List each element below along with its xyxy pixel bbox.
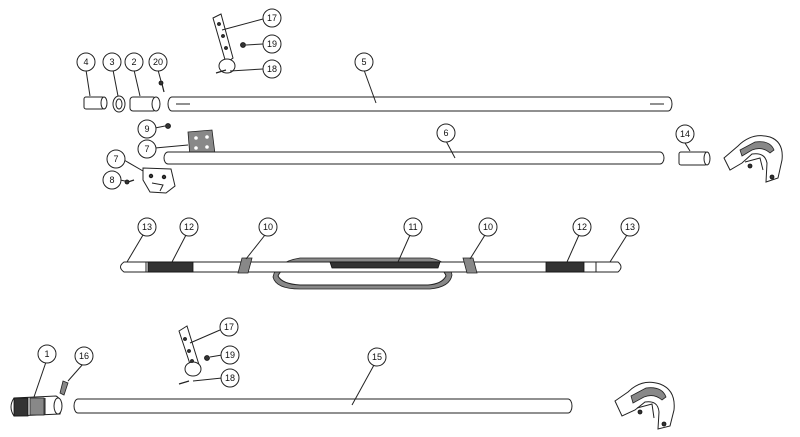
- lever-assembly-bottom: [178, 325, 221, 377]
- svg-text:7: 7: [144, 144, 149, 154]
- callout-1: 1: [37, 344, 57, 364]
- callout-12-left: 12: [179, 217, 199, 237]
- leader-11: [397, 234, 411, 263]
- callout-9: 9: [137, 119, 157, 139]
- leader-10-left: [245, 234, 266, 260]
- leader-12-left: [171, 234, 187, 263]
- svg-text:12: 12: [184, 222, 194, 232]
- leader-13-right: [609, 234, 628, 263]
- svg-text:10: 10: [483, 222, 493, 232]
- svg-text:4: 4: [83, 57, 88, 67]
- leader-12-right: [566, 234, 580, 263]
- screw-part-18-top: [215, 68, 264, 74]
- sleeve-part-14: [678, 142, 711, 166]
- svg-text:3: 3: [109, 57, 114, 67]
- lever-assembly-top: [212, 13, 264, 74]
- svg-text:16: 16: [79, 351, 89, 361]
- nut-part-19-top: [240, 42, 264, 48]
- svg-text:19: 19: [225, 350, 235, 360]
- svg-text:5: 5: [361, 57, 366, 67]
- callout-5: 5: [354, 52, 374, 72]
- callout-7-lower: 7: [106, 149, 126, 169]
- end-handle-top: [723, 135, 783, 183]
- callout-17-bottom: 17: [219, 317, 239, 337]
- callout-19-top: 19: [262, 34, 282, 54]
- svg-text:12: 12: [577, 222, 587, 232]
- svg-text:14: 14: [680, 129, 690, 139]
- svg-text:19: 19: [267, 39, 277, 49]
- nut-part-19-bottom: [204, 354, 223, 361]
- callout-4: 4: [76, 52, 96, 72]
- leader-10-right: [469, 234, 486, 260]
- screw-part-20: [157, 69, 165, 93]
- svg-text:18: 18: [225, 373, 235, 383]
- bracket-part-7-lower: [123, 159, 176, 194]
- screw-part-16: [59, 363, 84, 396]
- svg-text:6: 6: [443, 128, 448, 138]
- callout-16: 16: [74, 346, 94, 366]
- svg-text:18: 18: [267, 64, 277, 74]
- nut-part-9: [154, 123, 171, 129]
- end-handle-part-1: [10, 361, 63, 417]
- ring-part-3: [112, 69, 126, 113]
- svg-text:9: 9: [144, 124, 149, 134]
- bracket-part-7-upper: [154, 129, 216, 158]
- callout-15: 15: [367, 347, 387, 367]
- callout-19-bottom: 19: [220, 345, 240, 365]
- callout-13-left: 13: [137, 217, 157, 237]
- callout-7-upper: 7: [137, 139, 157, 159]
- svg-text:17: 17: [267, 13, 277, 23]
- svg-text:10: 10: [263, 222, 273, 232]
- coupler-part-2: [129, 69, 161, 112]
- svg-text:20: 20: [153, 57, 163, 67]
- svg-text:13: 13: [142, 222, 152, 232]
- svg-text:13: 13: [625, 222, 635, 232]
- callout-12-right: 12: [572, 217, 592, 237]
- strap-assembly: [120, 257, 622, 290]
- svg-text:15: 15: [372, 352, 382, 362]
- callout-13-right: 13: [620, 217, 640, 237]
- callout-3: 3: [102, 52, 122, 72]
- tube-part-6: [163, 140, 665, 165]
- callout-10-right: 10: [478, 217, 498, 237]
- sleeve-part-4: [83, 69, 108, 110]
- leader-13-left: [126, 234, 144, 263]
- screw-part-8: [119, 179, 135, 185]
- callout-14: 14: [675, 124, 695, 144]
- callout-17-top: 17: [262, 8, 282, 28]
- end-handle-bottom: [614, 381, 675, 430]
- callout-18-top: 18: [262, 59, 282, 79]
- svg-text:7: 7: [113, 154, 118, 164]
- callout-20: 20: [148, 52, 168, 72]
- callout-2: 2: [124, 52, 144, 72]
- svg-text:8: 8: [109, 175, 114, 185]
- callout-11: 11: [403, 217, 423, 237]
- svg-text:2: 2: [131, 57, 136, 67]
- svg-text:11: 11: [408, 222, 417, 232]
- tube-part-5: [167, 69, 673, 112]
- callout-18-bottom: 18: [220, 368, 240, 388]
- callout-8: 8: [102, 170, 122, 190]
- callout-10-left: 10: [258, 217, 278, 237]
- svg-text:17: 17: [224, 322, 234, 332]
- screw-part-18-bottom: [178, 377, 223, 385]
- tube-part-15: [73, 364, 573, 414]
- callout-6: 6: [436, 123, 456, 143]
- svg-text:1: 1: [44, 349, 49, 359]
